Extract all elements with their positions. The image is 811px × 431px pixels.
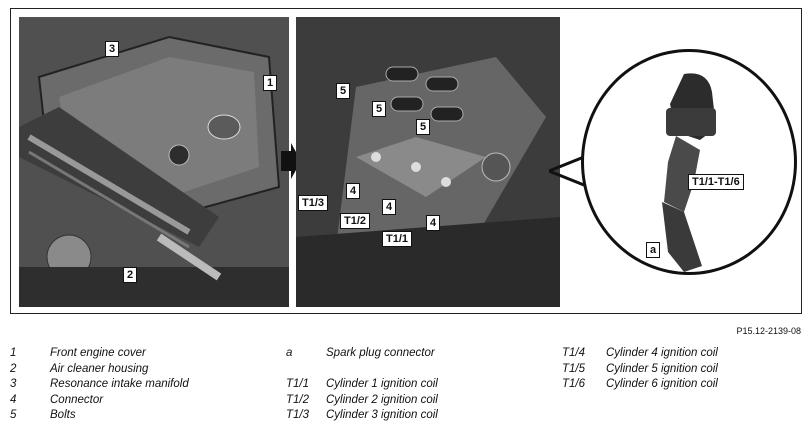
figure-id: P15.12-2139-08 [736, 326, 801, 336]
callout-5-b: 5 [372, 101, 387, 117]
ignition-coils-photo: 5 5 5 4 4 4 T1/3 T1/2 T1/1 [296, 17, 560, 307]
callout-4-b: 4 [382, 199, 397, 215]
legend-row [286, 362, 438, 378]
engine-overview-drawing [19, 17, 289, 307]
callout-5-a: 5 [336, 83, 351, 99]
callout-2: 2 [123, 267, 138, 283]
callout-5-c: 5 [416, 119, 431, 135]
callout-t1-1: T1/1 [382, 231, 413, 247]
callout-1: 1 [263, 75, 278, 91]
callout-3: 3 [105, 41, 120, 57]
ignition-coil-drawing [662, 73, 716, 272]
callout-4-a: 4 [346, 183, 361, 199]
callout-t1-3: T1/3 [298, 195, 329, 211]
figure-frame: 3 1 2 5 5 5 4 4 4 T1/3 T1/2 T1/1 [10, 8, 802, 314]
callout-a: a [646, 242, 661, 258]
ignition-coils-drawing [296, 17, 560, 307]
ignition-coil-detail: T1/1-T1/6 a [581, 49, 797, 275]
callout-t1-2: T1/2 [340, 213, 371, 229]
callout-t1-1-t1-6: T1/1-T1/6 [688, 174, 744, 190]
callout-4-c: 4 [426, 215, 441, 231]
engine-overview-photo: 3 1 2 [19, 17, 289, 307]
